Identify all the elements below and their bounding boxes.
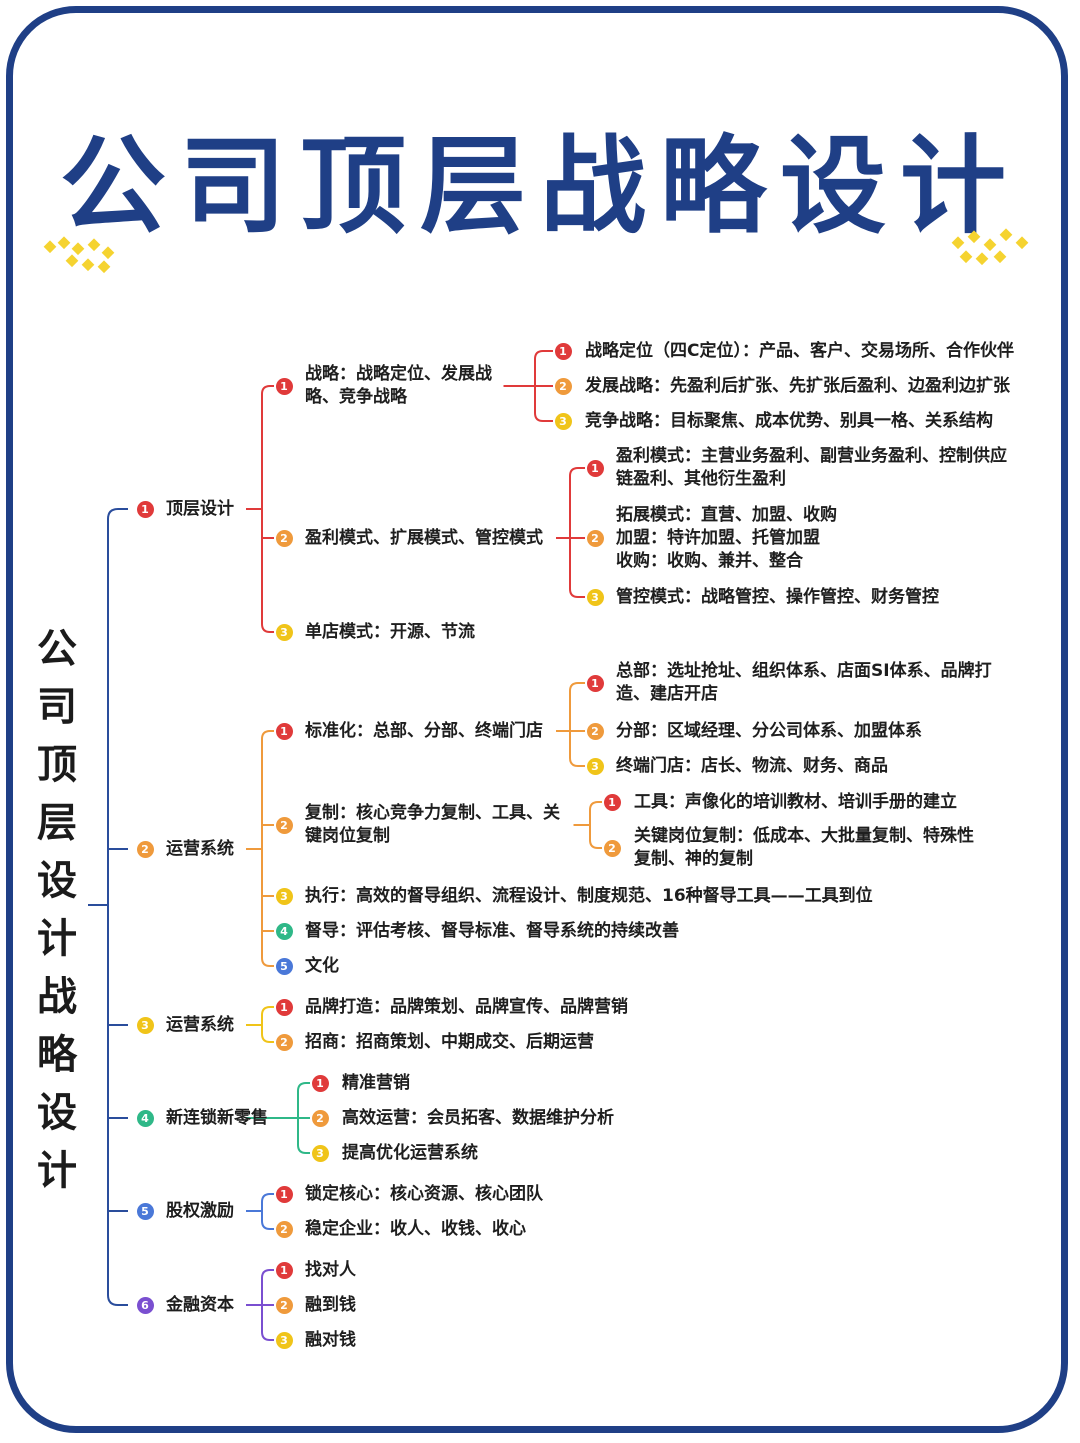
number-badge: 2 [275,1033,293,1051]
root-node: 公司顶层设计战略设计 [37,626,77,1194]
level2-node: 精准营销 [342,1072,410,1093]
number-badge: 3 [275,1331,293,1349]
sparkle-decoration-icon [43,236,115,274]
level2-node: 锁定核心：核心资源、核心团队 [305,1183,543,1204]
branch-label: 金融资本 [166,1294,234,1315]
level2-node: 找对人 [305,1259,356,1280]
number-badge: 3 [275,887,293,905]
level3-node: 收购：收购、兼并、整合 [616,550,803,571]
number-badge: 1 [275,998,293,1016]
level2-node: 品牌打造：品牌策划、品牌宣传、品牌营销 [305,996,628,1017]
level3-node: 加盟：特许加盟、托管加盟 [616,527,820,548]
number-badge: 5 [275,957,293,975]
level2-node: 战略：战略定位、发展战 [305,364,492,384]
number-badge: 3 [586,588,604,606]
level2-node: 招商：招商策划、中期成交、后期运营 [305,1031,594,1052]
level2-node: 督导：评估考核、督导标准、督导系统的持续改善 [305,920,679,941]
level3-node: 战略定位（四C定位）：产品、客户、交易场所、合作伙伴 [585,340,1014,361]
level2-node: 略、竞争战略 [305,387,407,407]
level3-node: 造、建店开店 [616,684,718,704]
number-badge: 2 [136,840,154,858]
level3-node: 关键岗位复制：低成本、大批量复制、特殊性 [634,826,974,846]
number-badge: 2 [586,722,604,740]
sparkle-decoration-icon [951,228,1029,266]
number-badge: 1 [311,1074,329,1092]
number-badge: 2 [311,1109,329,1127]
branch-label: 顶层设计 [166,498,234,519]
number-badge: 2 [554,377,572,395]
number-badge: 3 [554,412,572,430]
level3-node: 链盈利、其他衍生盈利 [616,469,786,489]
level2-node: 盈利模式、扩展模式、管控模式 [305,527,543,548]
page-frame [6,6,1068,1433]
number-badge: 3 [275,623,293,641]
level2-node: 稳定企业：收人、收钱、收心 [305,1218,526,1239]
number-badge: 2 [275,816,293,834]
number-badge: 2 [275,1220,293,1238]
number-badge: 1 [275,722,293,740]
number-badge: 1 [275,1261,293,1279]
number-badge: 2 [275,529,293,547]
number-badge: 3 [586,757,604,775]
bracket-line [261,385,274,633]
number-badge: 1 [554,342,572,360]
level2-node: 提高优化运营系统 [342,1142,478,1163]
level3-node: 总部：选址抢址、组织体系、店面SI体系、品牌打 [616,661,992,681]
bracket-line [569,682,585,767]
number-badge: 3 [136,1016,154,1034]
number-badge: 1 [275,1185,293,1203]
number-badge: 1 [603,793,621,811]
branch-label: 运营系统 [166,1014,234,1035]
number-badge: 4 [275,922,293,940]
bracket-line [261,730,274,967]
bracket-line [589,801,602,849]
level2-node: 融到钱 [305,1294,356,1315]
level3-node: 复制、神的复制 [634,849,753,869]
level2-node: 文化 [305,955,339,976]
level2-node: 标准化：总部、分部、终端门店 [305,720,543,741]
bracket-line [261,1006,274,1043]
page-title: 公司顶层战略设计 [60,125,1020,248]
level2-node: 高效运营：会员拓客、数据维护分析 [342,1107,614,1128]
number-badge: 6 [136,1296,154,1314]
number-badge: 2 [586,529,604,547]
level3-node: 竞争战略：目标聚焦、成本优势、别具一格、关系结构 [585,410,993,431]
level3-node: 发展战略：先盈利后扩张、先扩张后盈利、边盈利边扩张 [585,375,1010,396]
bracket-line [261,1193,274,1230]
bracket-line [107,508,128,1306]
number-badge: 1 [586,674,604,692]
number-badge: 2 [603,839,621,857]
level2-node: 复制：核心竞争力复制、工具、关 [305,803,560,823]
number-badge: 3 [311,1144,329,1162]
number-badge: 4 [136,1109,154,1127]
level3-node: 管控模式：战略管控、操作管控、财务管控 [616,586,939,607]
level3-node: 终端门店：店长、物流、财务、商品 [616,755,888,776]
number-badge: 5 [136,1202,154,1220]
level3-node: 拓展模式：直营、加盟、收购 [616,504,837,525]
number-badge: 2 [275,1296,293,1314]
branch-label: 新连锁新零售 [166,1107,268,1128]
branch-label: 股权激励 [166,1200,234,1221]
level3-node: 工具：声像化的培训教材、培训手册的建立 [634,791,957,812]
level2-node: 执行：高效的督导组织、流程设计、制度规范、16种督导工具——工具到位 [305,885,873,906]
level2-node: 单店模式：开源、节流 [305,621,475,642]
level3-node: 分部：区域经理、分公司体系、加盟体系 [616,720,922,741]
level2-node: 键岗位复制 [305,826,390,846]
bracket-line [569,467,585,598]
number-badge: 1 [275,377,293,395]
branch-label: 运营系统 [166,838,234,859]
level3-node: 盈利模式：主营业务盈利、副营业务盈利、控制供应 [616,446,1007,466]
level2-node: 融对钱 [305,1329,356,1350]
number-badge: 1 [586,459,604,477]
number-badge: 1 [136,500,154,518]
